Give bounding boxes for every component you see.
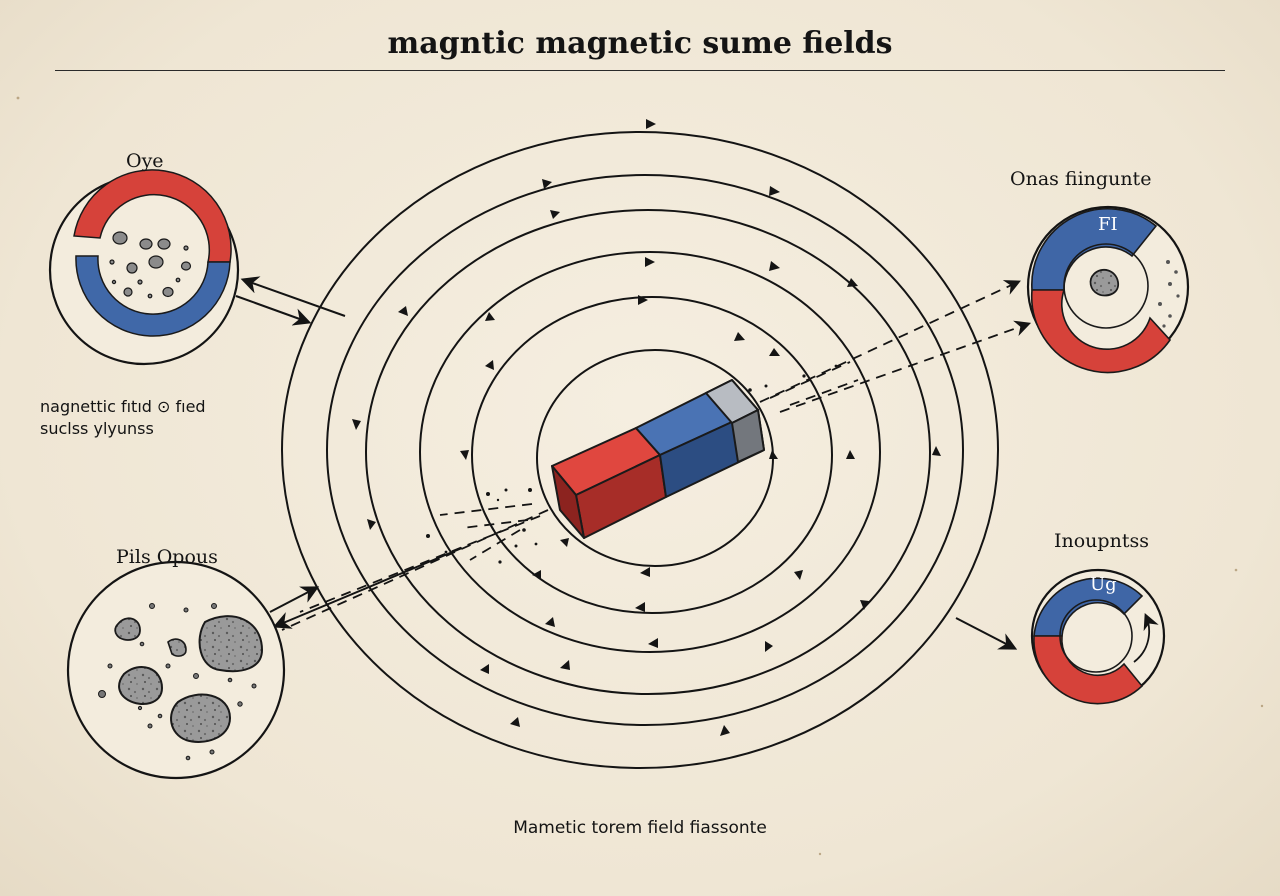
field-arrow [550, 210, 560, 219]
field-arrow [460, 450, 469, 460]
field-arrow [480, 664, 489, 674]
stone [198, 615, 264, 673]
field-arrow [769, 261, 780, 271]
field-arrow [648, 638, 658, 648]
iron-filings-icon [1158, 260, 1180, 328]
stone [114, 617, 141, 641]
field-arrow [532, 570, 541, 579]
label-pils-opous: Pils Opous [116, 546, 218, 568]
field-arrows [352, 119, 941, 736]
field-arrow [769, 450, 778, 459]
right-dashed-beams [759, 280, 1032, 413]
stone [170, 693, 232, 743]
field-arrow [769, 348, 780, 356]
stone [167, 638, 187, 657]
iron-filings-icon [748, 364, 838, 392]
label-onas-fiingunte: Onas fiingunte [1010, 168, 1152, 190]
field-arrow [734, 332, 745, 341]
diagram-caption: Mametic torem field fiassonte [513, 818, 767, 838]
field-arrow [860, 600, 869, 610]
label-inoupntss: Inoupntss [1054, 530, 1149, 552]
field-ring-6 [281, 131, 999, 769]
badge-ug: Ug [1090, 574, 1117, 595]
field-arrow [367, 519, 376, 530]
field-arrow [646, 119, 656, 129]
left-dashed-beams [281, 503, 549, 631]
connector-arrows [235, 276, 1018, 650]
red-segment [1030, 289, 1172, 374]
field-arrow [398, 306, 408, 316]
left-note-line-2: suclss ylyunss [40, 419, 154, 438]
red-arc [73, 169, 232, 263]
field-arrow [645, 257, 655, 267]
red-segment [1033, 635, 1144, 705]
diagram-title: magntic magnetic sume fields [387, 26, 893, 61]
bar-magnet-icon [551, 379, 765, 539]
iron-filings-icon [109, 231, 192, 299]
field-arrow [485, 360, 494, 370]
field-arrow [932, 446, 941, 456]
field-ring-3 [419, 251, 881, 653]
field-arrow [545, 617, 555, 627]
top-left-inset [48, 169, 240, 366]
field-ring-5 [326, 174, 964, 726]
field-arrow [846, 450, 855, 459]
label-oye: Oye [126, 150, 164, 172]
field-arrow [769, 186, 780, 196]
blue-segment [1031, 208, 1158, 291]
curved-arrow-icon [1133, 613, 1159, 663]
blue-segment [1033, 577, 1144, 637]
magnet-steel-front [731, 409, 765, 463]
field-arrow [485, 312, 495, 321]
badge-fi: FI [1098, 214, 1118, 235]
field-arrow [542, 179, 552, 189]
stone [118, 665, 164, 705]
paper-specks [16, 96, 1264, 856]
stone [1089, 268, 1119, 297]
field-arrow [560, 660, 570, 670]
left-note-line-1: nagnettic fıtıd ⊙ fıed [40, 397, 206, 416]
field-lines [281, 131, 999, 769]
field-arrow [640, 567, 650, 577]
field-arrow [635, 602, 645, 612]
field-ring-2 [471, 296, 833, 614]
title-underline [55, 70, 1225, 71]
field-arrow [847, 278, 858, 287]
field-arrow [560, 538, 569, 547]
field-arrow [510, 717, 520, 727]
field-ring-4 [365, 209, 931, 695]
bottom-left-inset [66, 560, 286, 780]
field-arrow [794, 570, 803, 580]
mid-right-inset [1030, 568, 1166, 705]
field-arrow [352, 419, 361, 430]
field-arrow [638, 295, 648, 305]
field-arrow [765, 641, 773, 652]
iron-filings-icon [98, 603, 257, 761]
field-arrow [720, 725, 730, 736]
magnet-red-end [551, 465, 585, 539]
blue-arc [75, 255, 231, 337]
top-right-inset [1026, 205, 1190, 374]
iron-filings-icon [426, 488, 538, 564]
